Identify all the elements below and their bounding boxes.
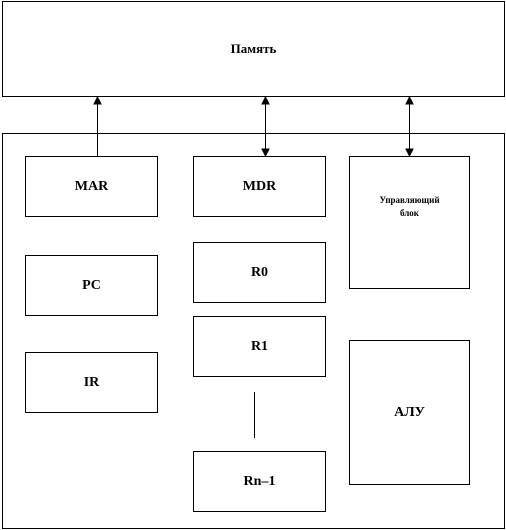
alu-label: АЛУ (394, 404, 425, 420)
rn-label: Rn–1 (243, 473, 276, 489)
r0-register: R0 (193, 242, 326, 303)
mdr-memory-arrowhead-down (261, 148, 270, 158)
rn-register: Rn–1 (193, 451, 326, 512)
mdr-register: MDR (193, 156, 326, 217)
pc-register: PC (25, 255, 158, 316)
control-unit-label: Управляющий блок (379, 194, 439, 220)
memory-block: Память (2, 1, 505, 97)
r1-register: R1 (193, 316, 326, 377)
control-unit-line1: Управляющий (379, 195, 440, 205)
mar-memory-arrowhead (93, 95, 102, 105)
control-unit-line2: блок (399, 208, 419, 218)
control-memory-arrowhead-up (405, 95, 414, 105)
memory-label: Память (230, 41, 277, 56)
mdr-label: MDR (242, 178, 277, 194)
ir-label: IR (83, 374, 100, 390)
alu-block: АЛУ (349, 340, 470, 485)
mar-label: MAR (74, 178, 109, 194)
r0-label: R0 (250, 264, 269, 280)
control-memory-arrowhead-down (405, 148, 414, 158)
mar-register: MAR (25, 156, 158, 217)
r1-label: R1 (250, 338, 269, 354)
ir-register: IR (25, 352, 158, 413)
pc-label: PC (82, 277, 101, 293)
mdr-memory-arrowhead-up (261, 95, 270, 105)
control-unit: Управляющий блок (349, 156, 470, 289)
